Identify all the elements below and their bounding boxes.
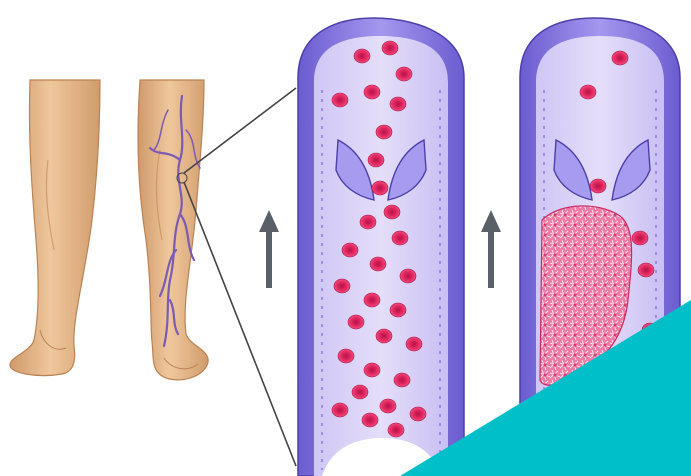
red-blood-cell	[390, 303, 406, 317]
red-blood-cell	[580, 85, 596, 99]
red-blood-cell	[338, 349, 354, 363]
red-blood-cell	[406, 337, 422, 351]
red-blood-cell	[394, 373, 410, 387]
red-blood-cell	[348, 315, 364, 329]
legs-illustration	[10, 80, 208, 380]
red-blood-cell	[368, 153, 384, 167]
red-blood-cell	[360, 215, 376, 229]
red-blood-cell	[590, 179, 606, 193]
red-blood-cell	[362, 413, 378, 427]
red-blood-cell	[364, 85, 380, 99]
flow-arrow-up-clotted	[481, 210, 501, 288]
normal-vein	[298, 18, 464, 476]
red-blood-cell	[364, 363, 380, 377]
red-blood-cell	[612, 51, 628, 65]
red-blood-cell	[384, 205, 400, 219]
red-blood-cell	[380, 399, 396, 413]
left-leg	[10, 80, 100, 376]
red-blood-cell	[370, 257, 386, 271]
red-blood-cell	[390, 97, 406, 111]
red-blood-cell	[382, 41, 398, 55]
red-blood-cell	[396, 67, 412, 81]
red-blood-cell	[332, 403, 348, 417]
red-blood-cell	[372, 181, 388, 195]
red-blood-cell	[376, 125, 392, 139]
red-blood-cell	[410, 407, 426, 421]
red-blood-cell	[354, 49, 370, 63]
red-blood-cell	[400, 269, 416, 283]
right-leg	[138, 80, 208, 380]
red-blood-cell	[342, 243, 358, 257]
red-blood-cell	[638, 263, 654, 277]
red-blood-cell	[388, 423, 404, 437]
red-blood-cell	[632, 231, 648, 245]
red-blood-cell	[364, 293, 380, 307]
red-blood-cell	[352, 385, 368, 399]
red-blood-cell	[332, 93, 348, 107]
red-blood-cell	[392, 231, 408, 245]
red-blood-cell	[334, 279, 350, 293]
red-blood-cell	[376, 329, 392, 343]
flow-arrow-up-normal	[259, 210, 279, 288]
